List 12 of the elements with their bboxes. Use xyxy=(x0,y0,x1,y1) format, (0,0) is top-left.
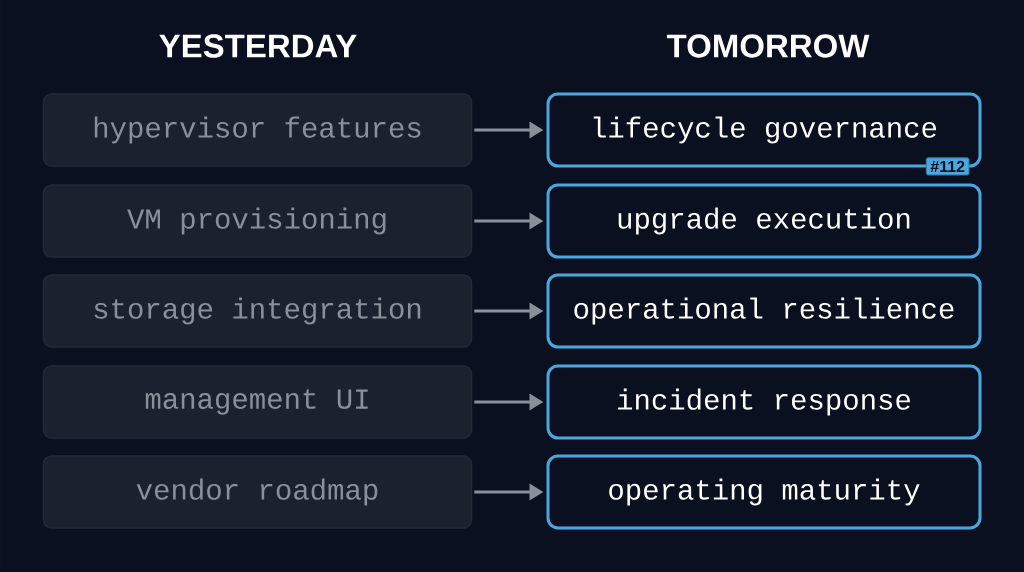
source-box: storage integration xyxy=(42,274,473,348)
target-box: operating maturity xyxy=(546,454,982,530)
target-box: incident response xyxy=(546,364,982,440)
column-heading: YESTERDAY xyxy=(159,34,357,58)
source-box: hypervisor features xyxy=(42,93,473,167)
target-box: upgrade execution xyxy=(546,183,982,259)
tag-badge: #112 xyxy=(925,157,970,176)
source-box: VM provisioning xyxy=(42,184,473,258)
column-heading: TOMORROW xyxy=(666,34,870,58)
source-box: vendor roadmap xyxy=(42,455,473,529)
target-box: operational resilience xyxy=(546,273,982,349)
source-box: management UI xyxy=(42,365,473,439)
